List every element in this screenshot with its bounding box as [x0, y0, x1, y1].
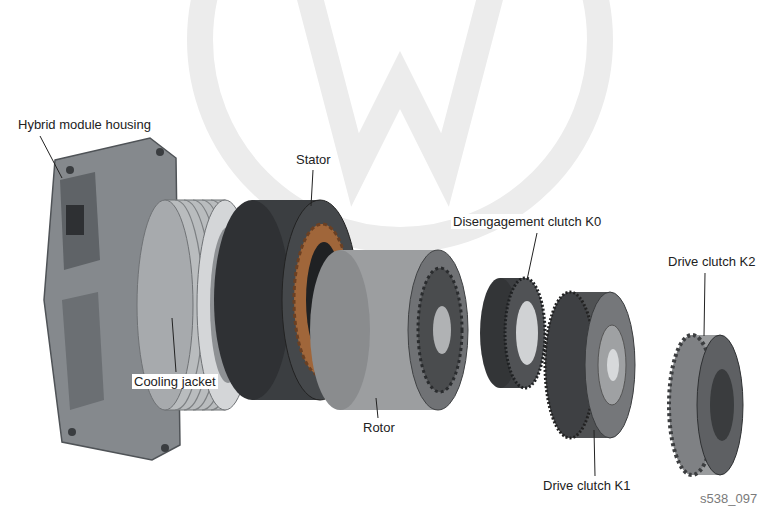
leader-line	[376, 398, 378, 418]
housing-bolt	[161, 444, 169, 452]
housing-bolt	[156, 148, 164, 156]
k0-hole	[516, 301, 538, 365]
leader-line	[704, 273, 705, 336]
clutch-k1	[545, 292, 635, 438]
k2-front	[697, 335, 743, 475]
housing-detail	[60, 172, 100, 270]
k1-hole	[607, 349, 619, 381]
clutch-k2	[669, 335, 743, 475]
leader-line	[40, 136, 62, 178]
part-label: Hybrid module housing	[16, 117, 153, 132]
figure-id: s538_097	[698, 491, 759, 506]
part-label: Drive clutch K1	[541, 478, 632, 493]
leader-line	[172, 318, 176, 372]
leader-line	[594, 430, 595, 476]
rotor-hub	[433, 306, 451, 354]
part-label: Disengagement clutch K0	[451, 214, 603, 229]
k1-front	[585, 292, 635, 438]
leader-line	[311, 170, 313, 206]
part-label: Rotor	[361, 420, 397, 435]
k2-hub	[710, 369, 734, 441]
k0-front	[505, 278, 545, 388]
rotor-back	[310, 250, 370, 410]
housing-connector	[66, 205, 84, 235]
rotor-splines	[418, 268, 462, 392]
housing-detail	[62, 292, 104, 410]
housing-bolt	[68, 428, 76, 436]
k1-hub	[598, 325, 626, 405]
housing-bolt	[66, 166, 74, 174]
part-label: Stator	[294, 152, 333, 167]
rotor	[310, 250, 468, 410]
leader-line	[527, 233, 537, 280]
rotor-front	[408, 250, 468, 410]
part-label: Drive clutch K2	[666, 254, 757, 269]
leader-lines	[40, 136, 705, 476]
stator-back	[214, 200, 290, 400]
part-label: Cooling jacket	[132, 374, 218, 389]
clutch-k0	[480, 278, 545, 388]
logo-w	[300, 0, 500, 170]
